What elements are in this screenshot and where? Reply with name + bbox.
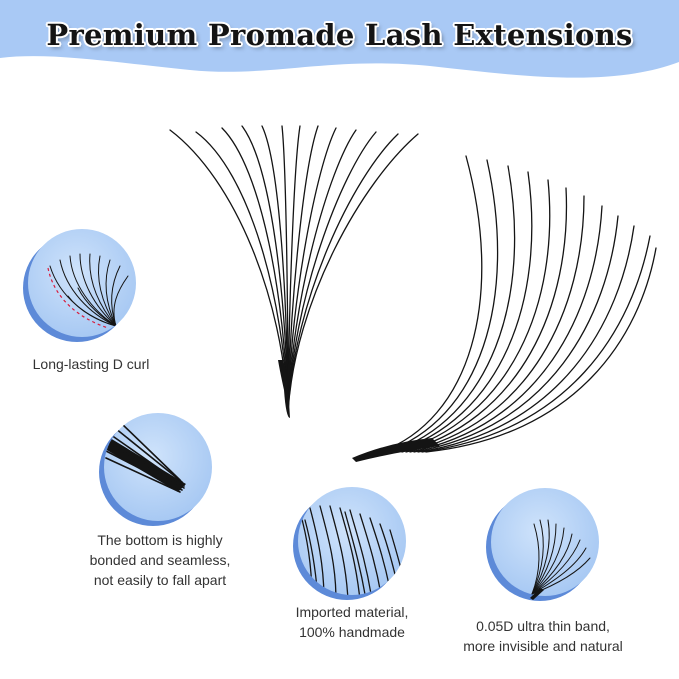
fan-lash-side-base <box>352 438 440 462</box>
feature-circle-d-curl <box>23 229 136 342</box>
fan-lash-front-view <box>169 125 419 413</box>
feature-caption-handmade: Imported material, 100% handmade <box>295 604 409 640</box>
page-title: Premium Promade Lash Extensions <box>46 18 633 52</box>
fan-lash-front-base <box>278 360 290 418</box>
curl-guide-line <box>47 267 109 329</box>
feature-caption-bonded-base: The bottom is highly bonded and seamless… <box>89 532 231 588</box>
header-banner <box>0 0 679 78</box>
feature-circle-bonded-base <box>99 413 212 526</box>
feature-circle-handmade <box>293 487 406 600</box>
feature-caption-thin-band: 0.05D ultra thin band, more invisible an… <box>463 618 623 654</box>
feature-circle-thin-band <box>486 488 599 601</box>
fan-lash-side-view <box>379 155 657 453</box>
feature-caption-d-curl: Long-lasting D curl <box>32 356 150 372</box>
